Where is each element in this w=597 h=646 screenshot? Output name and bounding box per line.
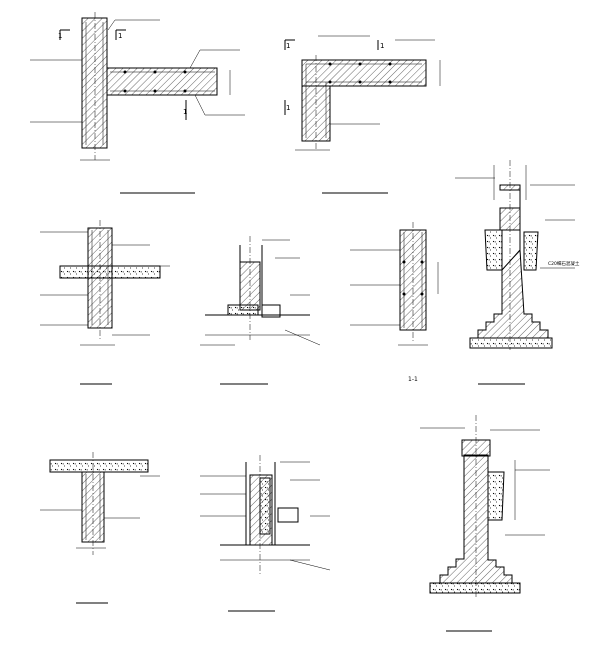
- d1-section-mark-left: 1: [58, 32, 62, 40]
- detail-1-wall-slab-joint: 1 1 1: [30, 12, 245, 194]
- d2-section-mark-top: 1: [380, 42, 384, 50]
- d6-left-cushion: [484, 229, 503, 271]
- d2-section-mark-bottom: 1: [286, 104, 290, 112]
- detail-8-gutter-b: [200, 455, 331, 612]
- d2-slab: [301, 59, 427, 87]
- detail-5-section-1-1: 1-1: [350, 222, 439, 383]
- d7-slab: [49, 459, 149, 473]
- detail-6-footing-a: C20细石混凝土: [455, 160, 580, 385]
- d3-slab: [59, 265, 161, 279]
- d8-block: [277, 507, 299, 523]
- d9-cushion: [487, 471, 505, 521]
- d6-pad: [469, 337, 553, 349]
- d8-inner: [259, 477, 271, 535]
- d2-section-mark-left: 1: [286, 42, 290, 50]
- d6-pier: [477, 184, 549, 339]
- d4-base: [227, 304, 259, 316]
- d6-right-cushion: [523, 231, 539, 271]
- d1-section-mark-bottom: 1: [183, 108, 187, 116]
- d9-pad: [429, 582, 521, 594]
- detail-2-corner-joint: 1 1 1: [284, 35, 441, 194]
- d5-caption: 1-1: [408, 376, 418, 383]
- detail-9-footing-b: [420, 415, 550, 632]
- detail-3-floor-slab: [40, 220, 170, 385]
- d4-block: [261, 304, 281, 318]
- d1-section-mark-right: 1: [118, 32, 122, 40]
- detail-4-gutter-a: [200, 236, 321, 385]
- detail-7-roof-slab: [40, 452, 160, 604]
- d6-callout: C20细石混凝土: [548, 260, 580, 267]
